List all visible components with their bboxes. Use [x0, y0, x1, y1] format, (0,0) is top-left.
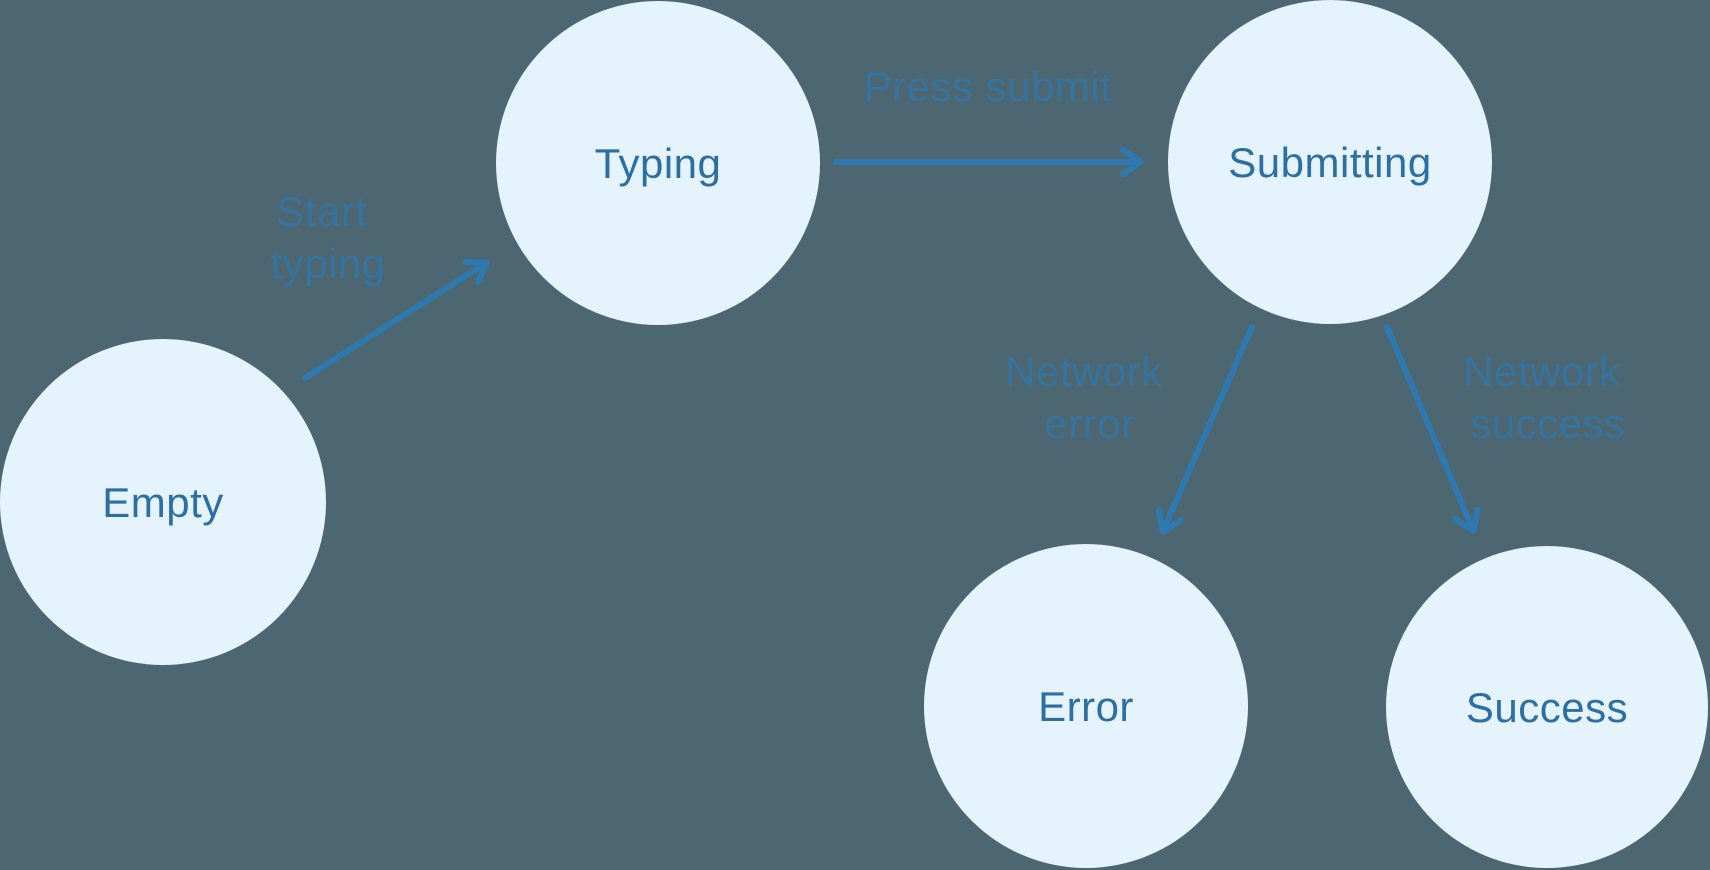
edge-submitting-to-error: Network error — [1005, 324, 1255, 535]
node-label-empty: Empty — [102, 479, 224, 526]
node-error: Error — [924, 544, 1248, 868]
node-label-typing: Typing — [595, 140, 722, 187]
node-success: Success — [1386, 546, 1708, 868]
node-submitting: Submitting — [1168, 0, 1492, 324]
edge-arrow-network-success — [1384, 324, 1481, 534]
edge-label-start-typing: Start typing — [270, 188, 385, 287]
edge-arrow-network-error — [1155, 324, 1255, 535]
node-typing: Typing — [496, 1, 820, 325]
edge-empty-to-typing: Start typing — [270, 188, 490, 381]
node-circle-success — [1386, 546, 1708, 868]
node-label-success: Success — [1466, 684, 1628, 731]
edge-typing-to-submitting: Press submit — [833, 63, 1144, 177]
node-circle-error — [924, 544, 1248, 868]
node-label-error: Error — [1038, 683, 1134, 730]
edge-label-network-error: Network error — [1005, 348, 1175, 447]
node-empty: Empty — [0, 339, 326, 665]
edge-arrow-start-typing — [302, 258, 490, 381]
node-label-submitting: Submitting — [1228, 139, 1431, 186]
node-circle-submitting — [1168, 0, 1492, 324]
node-circle-typing — [496, 1, 820, 325]
edge-submitting-to-success: Network success — [1384, 324, 1633, 534]
edge-label-press-submit: Press submit — [864, 63, 1113, 110]
node-circle-empty — [0, 339, 326, 665]
edge-label-network-success: Network success — [1463, 348, 1633, 447]
